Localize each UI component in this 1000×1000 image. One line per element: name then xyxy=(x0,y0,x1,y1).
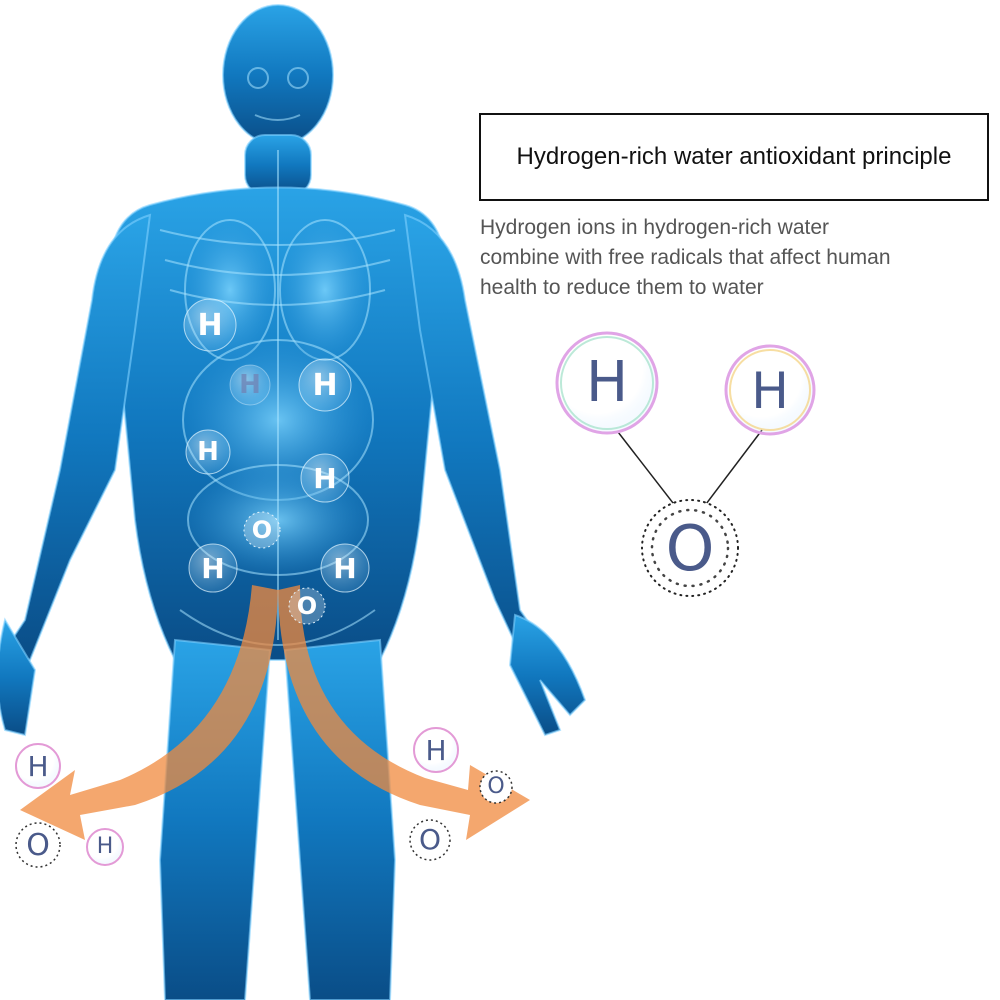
bond-right xyxy=(699,429,763,513)
body-atom-label: H xyxy=(197,437,219,467)
outflow-atom-label: O xyxy=(487,774,505,799)
molecule-hydrogen-left-label: H xyxy=(585,350,629,415)
body-atom-label: H xyxy=(201,552,225,585)
diagram-title: Hydrogen-rich water antioxidant principl… xyxy=(516,143,952,170)
body-atom-label: H xyxy=(312,368,338,403)
description-line-2: combine with free radicals that affect h… xyxy=(480,246,891,269)
water-molecule xyxy=(555,331,816,597)
left-arrow xyxy=(20,585,278,840)
molecule-oxygen-label: O xyxy=(665,512,715,585)
outflow-atom-label: H xyxy=(425,734,447,767)
outflow-bubbles xyxy=(15,727,513,868)
body-atom-label: O xyxy=(251,516,273,544)
bond-left xyxy=(617,431,681,513)
outflow-atom-label: H xyxy=(96,834,114,859)
outflow-atom-label: H xyxy=(27,750,49,783)
title-box: Hydrogen-rich water antioxidant principl… xyxy=(479,113,989,201)
outflow-atom-label: O xyxy=(418,823,442,856)
hydrogen-right-bubble xyxy=(724,344,816,436)
body-atom-label: H xyxy=(313,462,337,495)
body-atom-label: H xyxy=(333,552,357,585)
body-bubbles xyxy=(183,298,370,625)
oxygen-cloud xyxy=(641,499,739,597)
body-atom-label: H xyxy=(197,308,223,343)
outflow-atom-label: O xyxy=(26,828,50,863)
molecule-hydrogen-right-label: H xyxy=(751,362,789,420)
description-line-1: Hydrogen ions in hydrogen-rich water xyxy=(480,216,830,239)
body-atom-label: H xyxy=(239,370,261,400)
body-atom-label: O xyxy=(296,592,318,620)
description: Hydrogen ions in hydrogen-rich water com… xyxy=(480,213,980,303)
description-line-3: health to reduce them to water xyxy=(480,276,764,299)
outflow-arrows xyxy=(20,585,530,840)
hydrogen-left-bubble xyxy=(555,331,659,435)
right-arrow xyxy=(278,585,530,840)
